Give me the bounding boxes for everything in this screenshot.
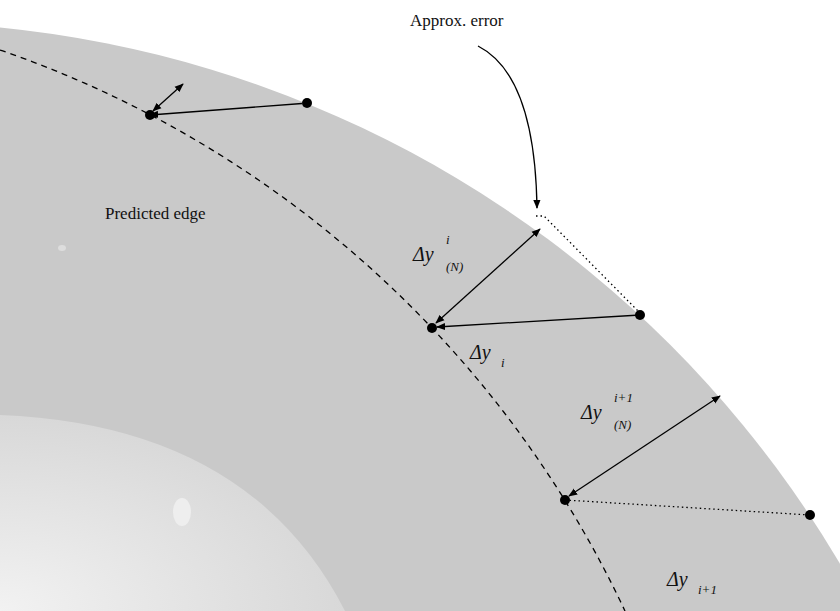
ring-region [0,22,840,611]
blob [173,498,191,526]
superscript-label: i [446,233,450,246]
point [145,110,155,120]
point [635,310,645,320]
measure-line-dotted [565,500,810,515]
measure-line [150,104,302,116]
subscript-label: (N) [614,418,631,431]
predicted-edge-line [0,50,625,611]
symbol-label: Δy [667,569,688,589]
point [560,495,570,505]
symbol-label: Δy [413,244,434,264]
callout-label: Approx. error [410,12,503,29]
leader-arrow [478,46,537,208]
error-dotted-line [536,216,640,313]
point [427,323,437,333]
subscript-label: i+1 [698,583,717,596]
measure-line [437,315,640,327]
superscript-label: i+1 [614,391,633,404]
subscript-label: i [501,356,505,369]
normal-arrow [569,396,720,496]
speck [58,245,66,251]
symbol-label: Δy [470,342,491,362]
normal-arrow [436,229,540,323]
point [805,510,815,520]
region-label: Predicted edge [105,205,206,222]
symbol-label: Δy [581,402,602,422]
normal-arrow [153,84,183,111]
subscript-label: (N) [446,260,463,273]
inner-region [0,415,345,611]
point [302,98,312,108]
